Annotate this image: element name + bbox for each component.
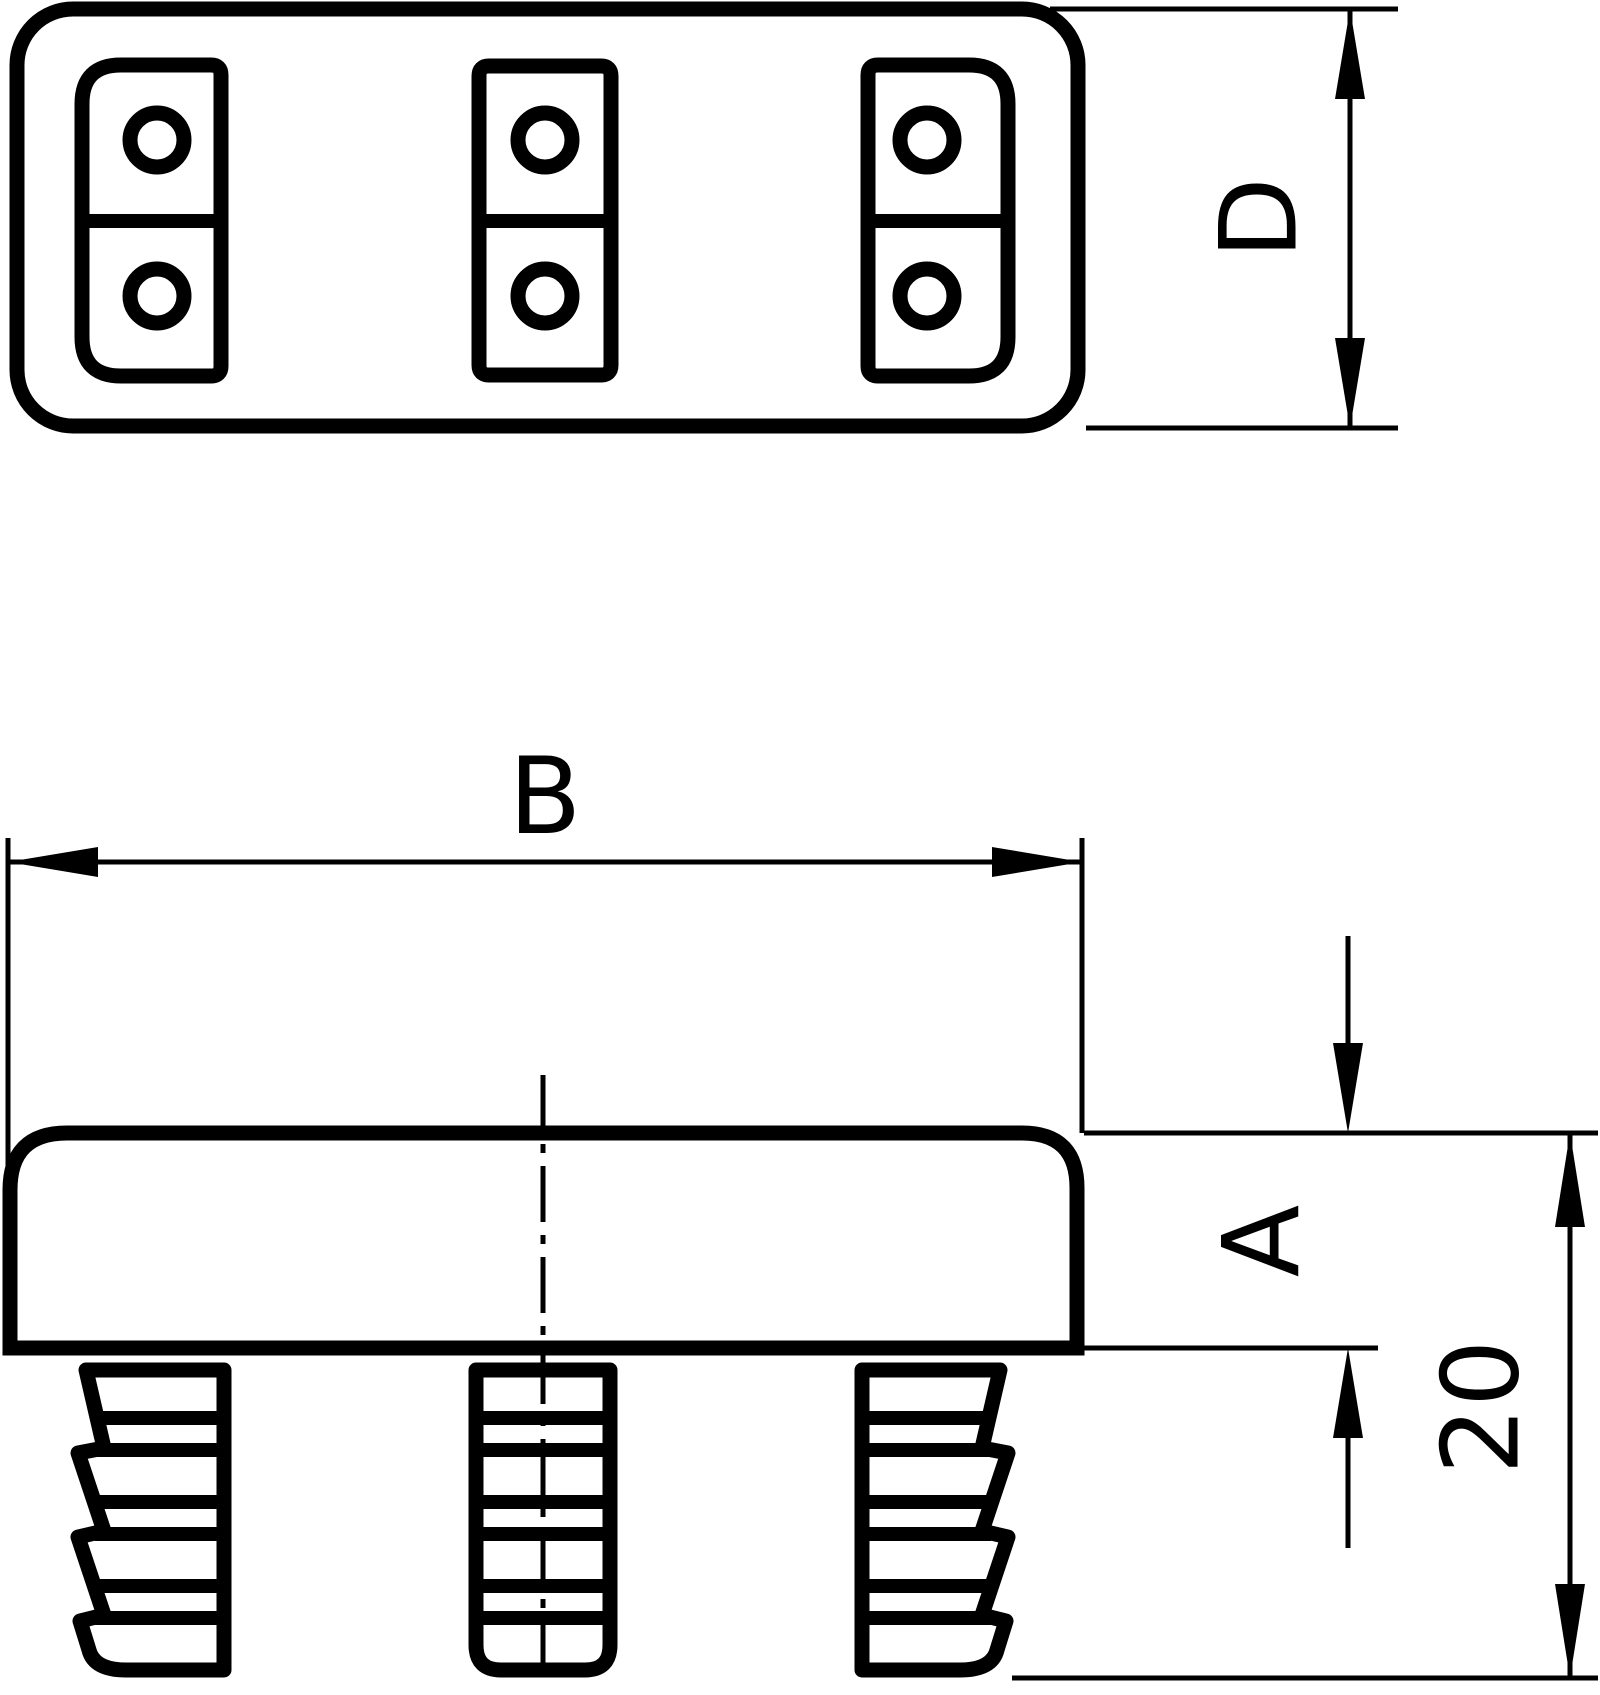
hole-left-top xyxy=(122,105,192,175)
hole-left-bottom xyxy=(122,261,192,331)
dim-b-arrow-left-icon xyxy=(8,847,98,877)
dim-a-arrow-down-icon xyxy=(1333,1043,1363,1133)
dim-20-label: 20 xyxy=(1420,1340,1543,1475)
dim-d-arrow-up-icon xyxy=(1335,9,1365,99)
hole-middle-top xyxy=(510,105,580,175)
foot-left-ribs xyxy=(95,1411,220,1625)
dim-20-arrow-down-icon xyxy=(1555,1584,1585,1678)
dimension-b: B xyxy=(5,735,1085,1170)
dimension-a: A xyxy=(1084,936,1598,1548)
foot-right-ribs xyxy=(866,1411,991,1625)
hole-right-bottom xyxy=(892,261,962,331)
dim-b-label: B xyxy=(509,735,582,858)
dim-a-label: A xyxy=(1201,1205,1324,1278)
dim-b-arrow-right-icon xyxy=(992,847,1082,877)
dim-d-label: D xyxy=(1198,177,1321,259)
hole-right-top xyxy=(892,105,962,175)
dimension-total-height: 20 xyxy=(1012,1133,1598,1681)
dimension-d: D xyxy=(1050,6,1398,431)
top-view: D xyxy=(9,1,1398,434)
side-view: B A 20 xyxy=(2,735,1598,1690)
dim-20-arrow-up-icon xyxy=(1555,1133,1585,1227)
dim-a-arrow-up-icon xyxy=(1333,1348,1363,1438)
hole-middle-bottom xyxy=(510,261,580,331)
dim-d-arrow-down-icon xyxy=(1335,338,1365,428)
